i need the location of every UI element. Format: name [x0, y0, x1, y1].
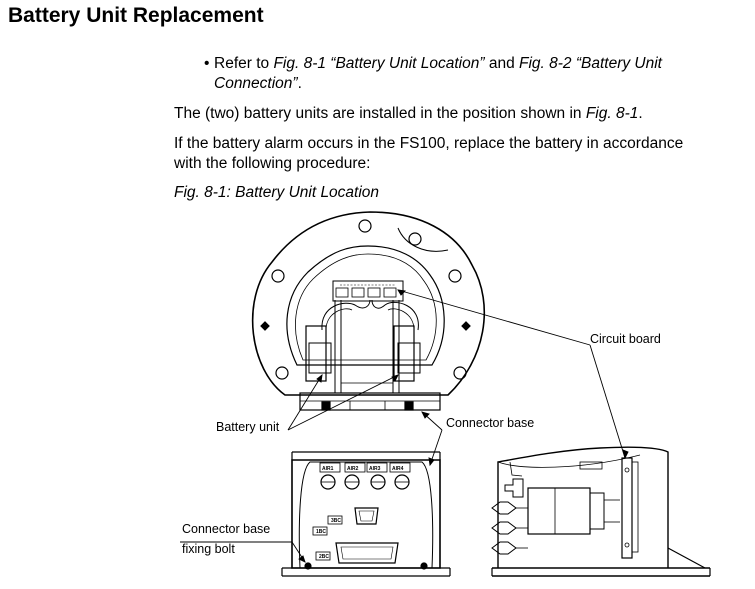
2bc-label: 2BC [319, 554, 329, 560]
paragraph-battery-position: The (two) battery units are installed in… [174, 105, 643, 122]
bullet-symbol: • [204, 55, 210, 72]
leader-lines [180, 289, 629, 563]
figure-reference-2: Fig. 8-2 “Battery Unit Connection” [214, 55, 662, 92]
callout-battery-unit: Battery unit [216, 420, 280, 434]
bullet-text: Refer to Fig. 8-1 “Battery Unit Location… [214, 55, 662, 92]
paragraph-battery-alarm: If the battery alarm occurs in the FS100… [174, 135, 684, 172]
callout-connector-base: Connector base [446, 416, 535, 430]
page-title: Battery Unit Replacement [8, 4, 264, 27]
figure-reference-1: Fig. 8-1 “Battery Unit Location” [273, 55, 485, 72]
air3-label: AIR3 [369, 466, 381, 472]
1bc-label: 1BC [316, 529, 326, 535]
air4-label: AIR4 [392, 466, 404, 472]
callout-fixing-bolt-line2: fixing bolt [182, 542, 235, 556]
figure-reference-3: Fig. 8-1 [585, 105, 639, 122]
3bc-label: 3BC [331, 518, 341, 524]
callout-circuit-board: Circuit board [590, 332, 661, 346]
air2-label: AIR2 [347, 466, 359, 472]
callout-fixing-bolt-line1: Connector base [182, 522, 271, 536]
side-view-drawing [491, 446, 711, 577]
top-view-drawing [251, 211, 486, 411]
front-view-drawing [281, 451, 451, 577]
figure-caption: Fig. 8-1: Battery Unit Location [174, 184, 380, 201]
air1-label: AIR1 [322, 466, 334, 472]
